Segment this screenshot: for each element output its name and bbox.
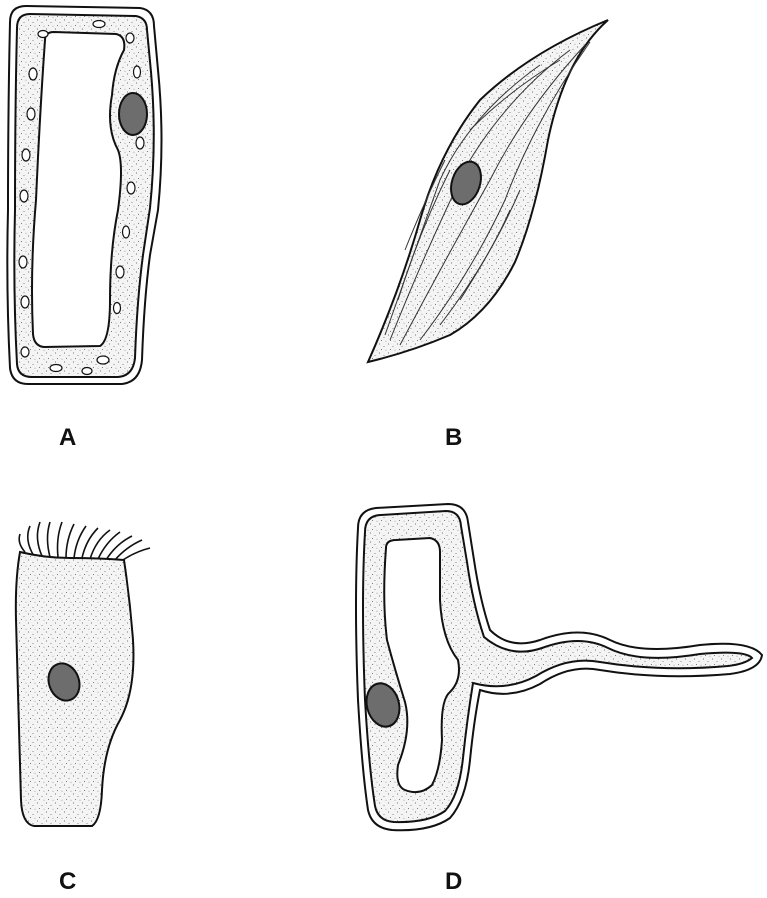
cell-d-root-hair-cell — [356, 504, 762, 830]
cell-b-outline — [368, 20, 608, 362]
cell-d-label: D — [445, 870, 462, 894]
cell-b-label: B — [445, 426, 462, 450]
cell-a-vacuole — [32, 32, 124, 347]
cell-c-ciliated-cell — [16, 522, 150, 826]
cell-b-muscle-cell — [368, 20, 608, 362]
cell-c-label: C — [59, 870, 76, 894]
cell-a-plant-cell — [7, 6, 161, 384]
cell-a-label: A — [59, 426, 76, 450]
cell-a-nucleus — [119, 93, 147, 135]
